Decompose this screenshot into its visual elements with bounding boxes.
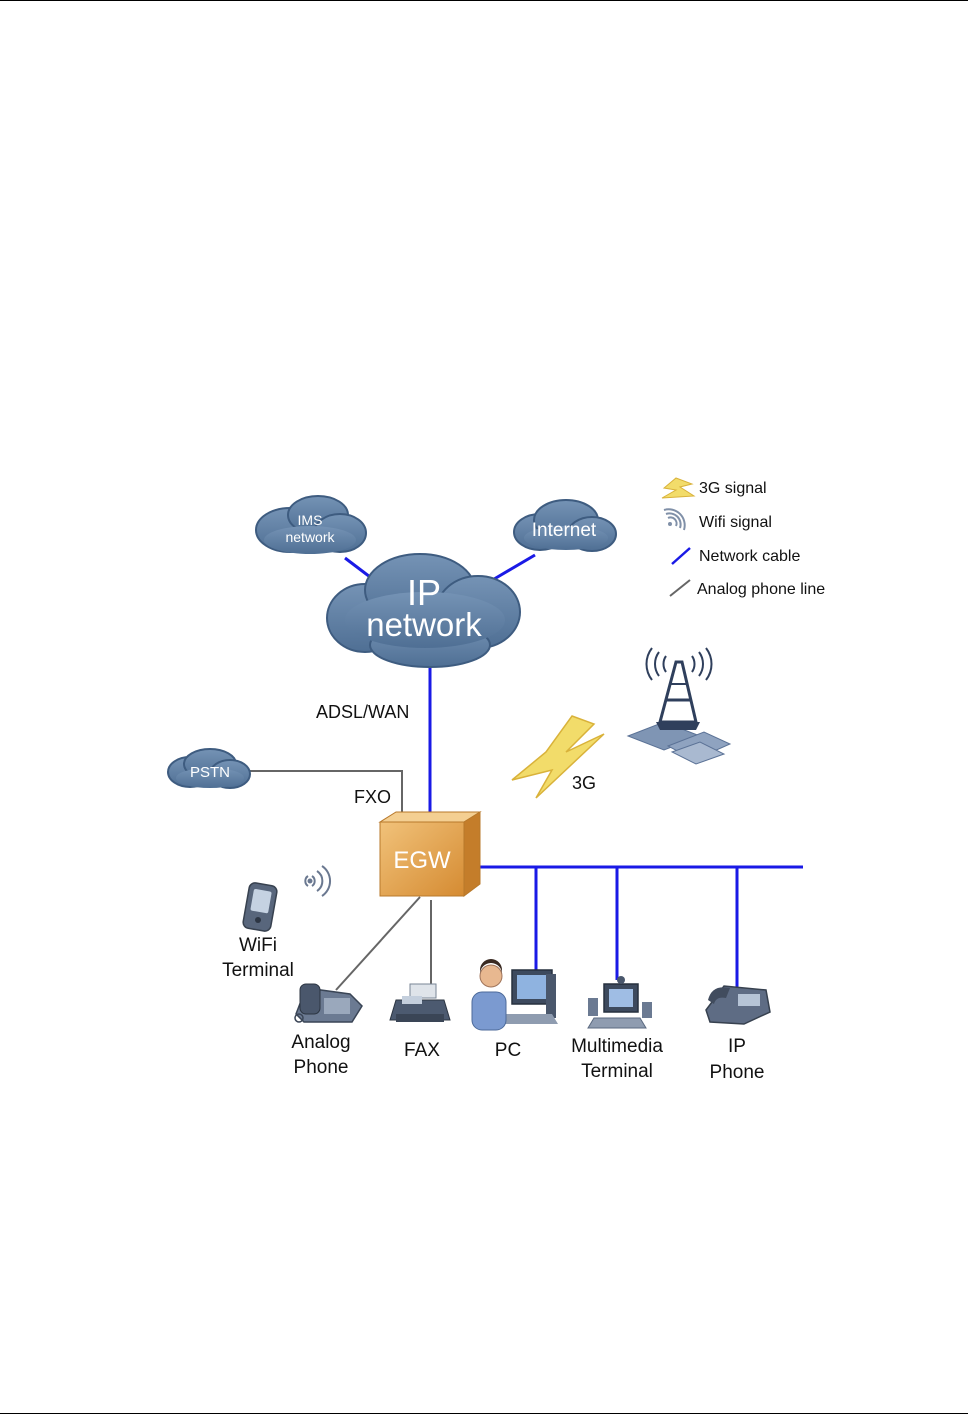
legend: 3G signal Wifi signal Network cable Anal…	[662, 478, 825, 598]
legend-network-cable-label: Network cable	[699, 548, 800, 565]
egw-label: EGW	[393, 847, 451, 874]
legend-network-cable-icon	[672, 548, 690, 564]
internet-cloud: Internet	[514, 500, 616, 551]
wifi-terminal-label-2: Terminal	[222, 960, 294, 981]
3g-label: 3G	[572, 773, 596, 793]
wifi-signal-icon	[305, 866, 330, 896]
fax-device	[390, 984, 450, 1022]
pstn-cloud: PSTN	[168, 749, 250, 788]
internet-cloud-label: Internet	[532, 520, 597, 541]
pc-label: PC	[495, 1040, 521, 1061]
ip-network-cloud: IP network	[327, 554, 520, 667]
multimedia-terminal-label-2: Terminal	[581, 1061, 653, 1082]
wifi-terminal-label-1: WiFi	[239, 935, 277, 956]
ip-phone-label-2: Phone	[710, 1062, 765, 1083]
multimedia-terminal-label-1: Multimedia	[571, 1036, 663, 1057]
legend-analog-line-icon	[670, 580, 690, 596]
legend-analog-line-label: Analog phone line	[697, 581, 825, 598]
fax-label: FAX	[404, 1040, 440, 1061]
ip-cloud-label-2: network	[366, 606, 482, 643]
ims-cloud-label-2: network	[285, 529, 335, 545]
egw-device: EGW	[380, 812, 480, 896]
multimedia-terminal-device	[588, 976, 652, 1028]
legend-wifi-label: Wifi signal	[699, 514, 772, 531]
pc-device	[472, 959, 558, 1030]
adsl-wan-label: ADSL/WAN	[316, 702, 409, 722]
analog-phone-device	[295, 984, 362, 1022]
wifi-terminal-device	[242, 882, 278, 932]
ims-cloud-label-1: IMS	[298, 512, 323, 528]
ims-network-cloud: IMS network	[256, 496, 366, 554]
analog-phone-label-2: Phone	[294, 1057, 349, 1078]
legend-3g-label: 3G signal	[699, 480, 767, 497]
line-analog-phone	[336, 897, 420, 990]
analog-phone-label-1: Analog	[291, 1032, 350, 1053]
legend-3g-icon	[662, 478, 694, 498]
pstn-cloud-label: PSTN	[190, 764, 230, 781]
fxo-label: FXO	[354, 787, 391, 807]
cell-tower-icon	[628, 648, 730, 764]
ip-phone-label-1: IP	[728, 1036, 746, 1057]
legend-wifi-icon	[664, 509, 685, 530]
ip-phone-device	[706, 986, 770, 1024]
